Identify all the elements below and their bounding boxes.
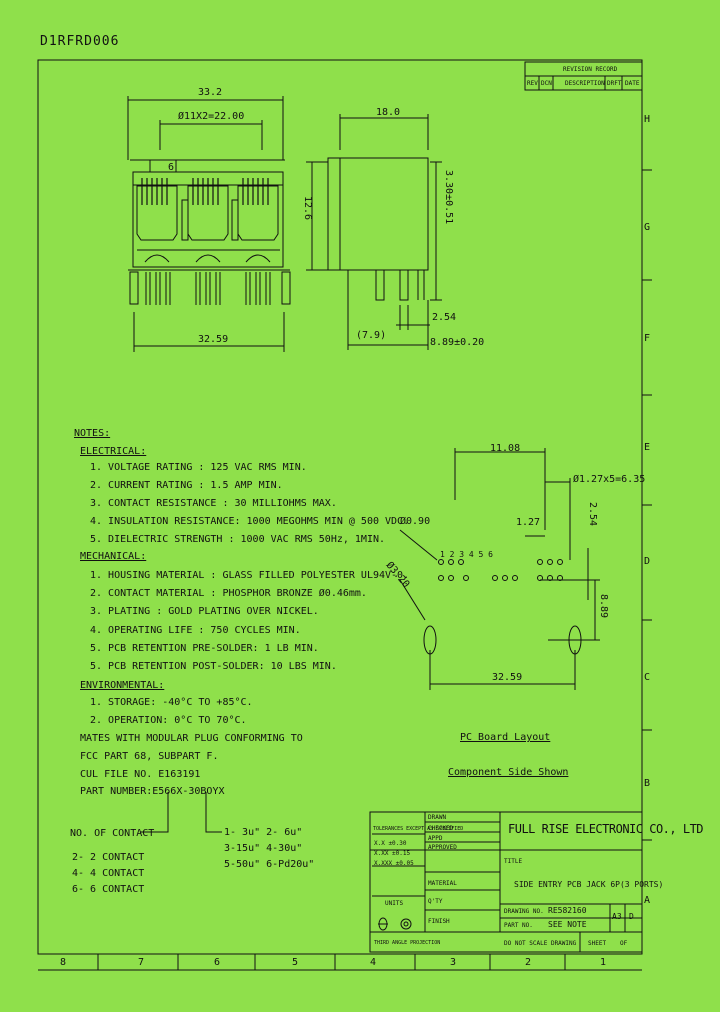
environmental-note-1: 1. STORAGE: -40°C TO +85°C. xyxy=(90,697,253,708)
pcb-dim-pitch-row: Ø1.27x5=6.35 xyxy=(573,474,646,485)
row-letter-e: E xyxy=(644,442,651,453)
rev-col-description: DESCRIPTION xyxy=(565,80,605,87)
environmental-heading: ENVIRONMENTAL: xyxy=(80,680,165,691)
dim-lead-length: 3.30±0.51 xyxy=(443,170,454,225)
mates-note: MATES WITH MODULAR PLUG CONFORMING TO xyxy=(80,733,303,744)
drawing-number: RE582160 xyxy=(548,906,587,915)
qty-label: Q'TY xyxy=(428,898,443,905)
revision-letter: D xyxy=(629,912,634,921)
electrical-note-5: 5. DIELECTRIC STRENGTH : 1000 VAC RMS 50… xyxy=(90,534,386,545)
document-id: D1RFRD006 xyxy=(40,34,120,49)
dim-side-width: 18.0 xyxy=(376,107,401,118)
title-label: TITLE xyxy=(504,858,523,865)
pcb-dim-row-offset: 8.89 xyxy=(598,594,609,619)
mechanical-note-2: 2. CONTACT MATERIAL : PHOSPHOR BRONZE Ø0… xyxy=(90,588,367,599)
signature-checked: CHECKED xyxy=(428,825,454,832)
rev-col-date: DATE xyxy=(625,80,640,87)
sheet-label: SHEET xyxy=(588,940,607,947)
row-letter-f: F xyxy=(644,333,651,344)
projection-label: THIRD ANGLE PROJECTION xyxy=(374,940,441,946)
signature-appd: APPD xyxy=(428,835,443,842)
electrical-note-2: 2. CURRENT RATING : 1.5 AMP MIN. xyxy=(90,480,283,491)
col-number-4: 4 xyxy=(370,957,377,968)
dim-overall-width: 33.2 xyxy=(198,87,223,98)
dim-port-pitch: Ø11X2=22.00 xyxy=(178,111,245,122)
cul-note: CUL FILE NO. E163191 xyxy=(80,769,201,780)
row-letter-a: A xyxy=(644,895,651,906)
signature-approved: APPROVED xyxy=(428,844,457,851)
sheet-size: A3 xyxy=(612,912,622,921)
electrical-note-4: 4. INSULATION RESISTANCE: 1000 MEGOHMS M… xyxy=(90,516,410,527)
row-letter-b: B xyxy=(644,778,651,789)
pcb-pin-labels: 1 2 3 4 5 6 xyxy=(440,550,493,559)
signature-drawn: DRAWN xyxy=(428,814,447,821)
col-number-5: 5 xyxy=(292,957,299,968)
row-letter-c: C xyxy=(644,672,651,683)
row-letter-g: G xyxy=(644,222,651,233)
pcb-layout-label: PC Board Layout xyxy=(460,732,551,743)
dim-six: 6 xyxy=(168,162,175,173)
pcb-dim-small-hole: Ø0.90 xyxy=(400,516,431,527)
sheet-of-label: OF xyxy=(620,940,628,947)
tolerance-header: TOLERANCES EXCEPT AS SPECIFIED xyxy=(373,826,464,832)
company-name: FULL RISE ELECTRONIC CO., LTD xyxy=(508,822,704,836)
component-side-label: Component Side Shown xyxy=(448,767,569,778)
plating-option-3: 5-50u" 6-Pd20u" xyxy=(224,859,315,870)
drawing-no-label: DRAWING NO. xyxy=(504,908,544,915)
plating-option-1: 1- 3u" 2- 6u" xyxy=(224,827,303,838)
part-no-label: PART NO. xyxy=(504,922,533,929)
fcc-note: FCC PART 68, SUBPART F. xyxy=(80,751,219,762)
mechanical-note-4: 4. OPERATING LIFE : 750 CYCLES MIN. xyxy=(90,625,301,636)
mechanical-heading: MECHANICAL: xyxy=(80,551,147,562)
dim-pin-pitch: 2.54 xyxy=(432,312,457,323)
finish-label: FINISH xyxy=(428,918,450,925)
tolerance-row-3: X.XXX ±0.05 xyxy=(374,860,414,867)
electrical-note-3: 3. CONTACT RESISTANCE : 30 MILLIOHMS MAX… xyxy=(90,498,337,509)
rev-col-rev: REV xyxy=(527,80,538,87)
col-number-6: 6 xyxy=(214,957,221,968)
electrical-note-1: 1. VOLTAGE RATING : 125 VAC RMS MIN. xyxy=(90,462,307,473)
contact-option-6: 6- 6 CONTACT xyxy=(72,884,145,895)
col-number-3: 3 xyxy=(450,957,457,968)
pcb-dim-base: 32.59 xyxy=(492,672,523,683)
col-number-7: 7 xyxy=(138,957,145,968)
contact-option-2: 2- 2 CONTACT xyxy=(72,852,145,863)
part-number-note: PART NUMBER:E566X-30BOYX xyxy=(80,786,225,797)
rev-col-drft: DRFT xyxy=(607,80,622,87)
pcb-dim-vgap: 2.54 xyxy=(587,502,598,527)
notes-title: NOTES: xyxy=(74,428,111,439)
mechanical-note-1: 1. HOUSING MATERIAL : GLASS FILLED POLYE… xyxy=(90,570,410,581)
drawing-title: SIDE ENTRY PCB JACK 6P(3 PORTS) xyxy=(514,880,664,889)
pcb-dim-gap: 1.27 xyxy=(516,517,541,528)
environmental-note-2: 2. OPERATION: 0°C TO 70°C. xyxy=(90,715,247,726)
contact-option-4: 4- 4 CONTACT xyxy=(72,868,145,879)
revision-header: REVISION RECORD xyxy=(563,66,618,73)
rev-col-dcn: DCN xyxy=(541,80,552,87)
scale-note: DO NOT SCALE DRAWING xyxy=(504,940,577,947)
contacts-label: NO. OF CONTACT xyxy=(70,828,155,839)
dim-side-height: 12.6 xyxy=(302,196,313,221)
dim-row-spacing: 8.89±0.20 xyxy=(430,337,485,348)
mechanical-note-6: 5. PCB RETENTION POST-SOLDER: 10 LBS MIN… xyxy=(90,661,337,672)
plating-option-2: 3-15u" 4-30u" xyxy=(224,843,303,854)
col-number-8: 8 xyxy=(60,957,67,968)
dim-side-offset: (7.9) xyxy=(356,330,387,341)
row-letter-d: D xyxy=(644,556,651,567)
tolerance-row-2: X.XX ±0.15 xyxy=(374,850,411,857)
row-letter-h: H xyxy=(644,114,651,125)
mechanical-note-3: 3. PLATING : GOLD PLATING OVER NICKEL. xyxy=(90,606,319,617)
tolerance-row-1: X.X ±0.30 xyxy=(374,840,407,847)
units-label: UNITS xyxy=(385,900,404,907)
material-label: MATERIAL xyxy=(428,880,457,887)
dim-base-width: 32.59 xyxy=(198,334,229,345)
electrical-heading: ELECTRICAL: xyxy=(80,446,147,457)
mechanical-note-5: 5. PCB RETENTION PRE-SOLDER: 1 LB MIN. xyxy=(90,643,319,654)
pcb-dim-span: 11.08 xyxy=(490,443,521,454)
part-number-value: SEE NOTE xyxy=(548,920,587,929)
col-number-2: 2 xyxy=(525,957,532,968)
col-number-1: 1 xyxy=(600,957,607,968)
